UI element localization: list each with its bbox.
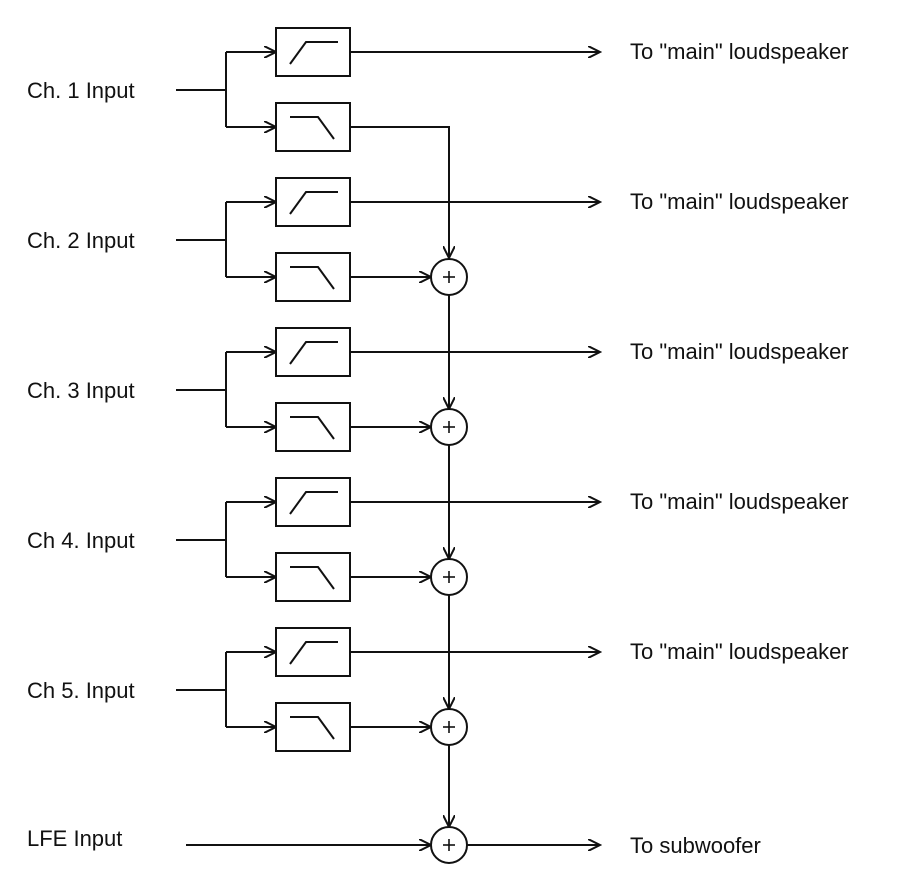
high-pass-filter-icon [289,191,338,215]
main-loudspeaker-label: To "main" loudspeaker [630,39,849,64]
lfe-summing-junction [430,826,468,864]
input-split-wire [176,202,227,277]
channel-input-label: Ch 5. Input [27,678,135,703]
main-loudspeaker-label: To "main" loudspeaker [630,339,849,364]
high-pass-filter-icon [289,341,338,365]
input-split-wire [176,652,227,727]
input-split-wire [176,52,227,127]
channel-2: Ch. 2 Input To "main" loudspeaker [27,177,849,409]
low-pass-filter-icon [290,266,335,290]
summing-junction [430,408,468,446]
high-pass-filter [275,27,351,77]
channel-input-label: Ch. 1 Input [27,78,135,103]
channel-5: Ch 5. Input To "main" loudspeaker [27,627,849,827]
low-pass-filter [275,102,351,152]
low-pass-filter [275,702,351,752]
low-pass-filter [275,402,351,452]
subwoofer-label: To subwoofer [630,833,761,858]
summing-junction [430,708,468,746]
lfe-input-label: LFE Input [27,826,122,851]
channel-1: Ch. 1 Input To "main" loudspeaker [27,27,849,258]
main-loudspeaker-label: To "main" loudspeaker [630,189,849,214]
high-pass-filter [275,327,351,377]
channel-input-label: Ch 4. Input [27,528,135,553]
high-pass-filter [275,177,351,227]
low-pass-filter-icon [290,566,335,590]
channel-input-label: Ch. 2 Input [27,228,135,253]
low-pass-filter [275,552,351,602]
high-pass-filter-icon [289,41,338,65]
low-pass-filter-icon [290,116,335,140]
channel-input-label: Ch. 3 Input [27,378,135,403]
low-pass-filter [275,252,351,302]
low-pass-filter-icon [290,716,335,740]
high-pass-filter-icon [289,491,338,515]
high-pass-filter-icon [289,641,338,665]
low-pass-bus-wire [350,126,449,258]
low-pass-filter-icon [290,416,335,440]
input-split-wire [176,502,227,577]
summing-junction [430,258,468,296]
main-loudspeaker-label: To "main" loudspeaker [630,489,849,514]
main-loudspeaker-label: To "main" loudspeaker [630,639,849,664]
high-pass-filter [275,627,351,677]
channel-4: Ch 4. Input To "main" loudspeaker [27,477,849,709]
input-split-wire [176,352,227,427]
channel-3: Ch. 3 Input To "main" loudspeaker [27,327,849,559]
high-pass-filter [275,477,351,527]
summing-junction [430,558,468,596]
